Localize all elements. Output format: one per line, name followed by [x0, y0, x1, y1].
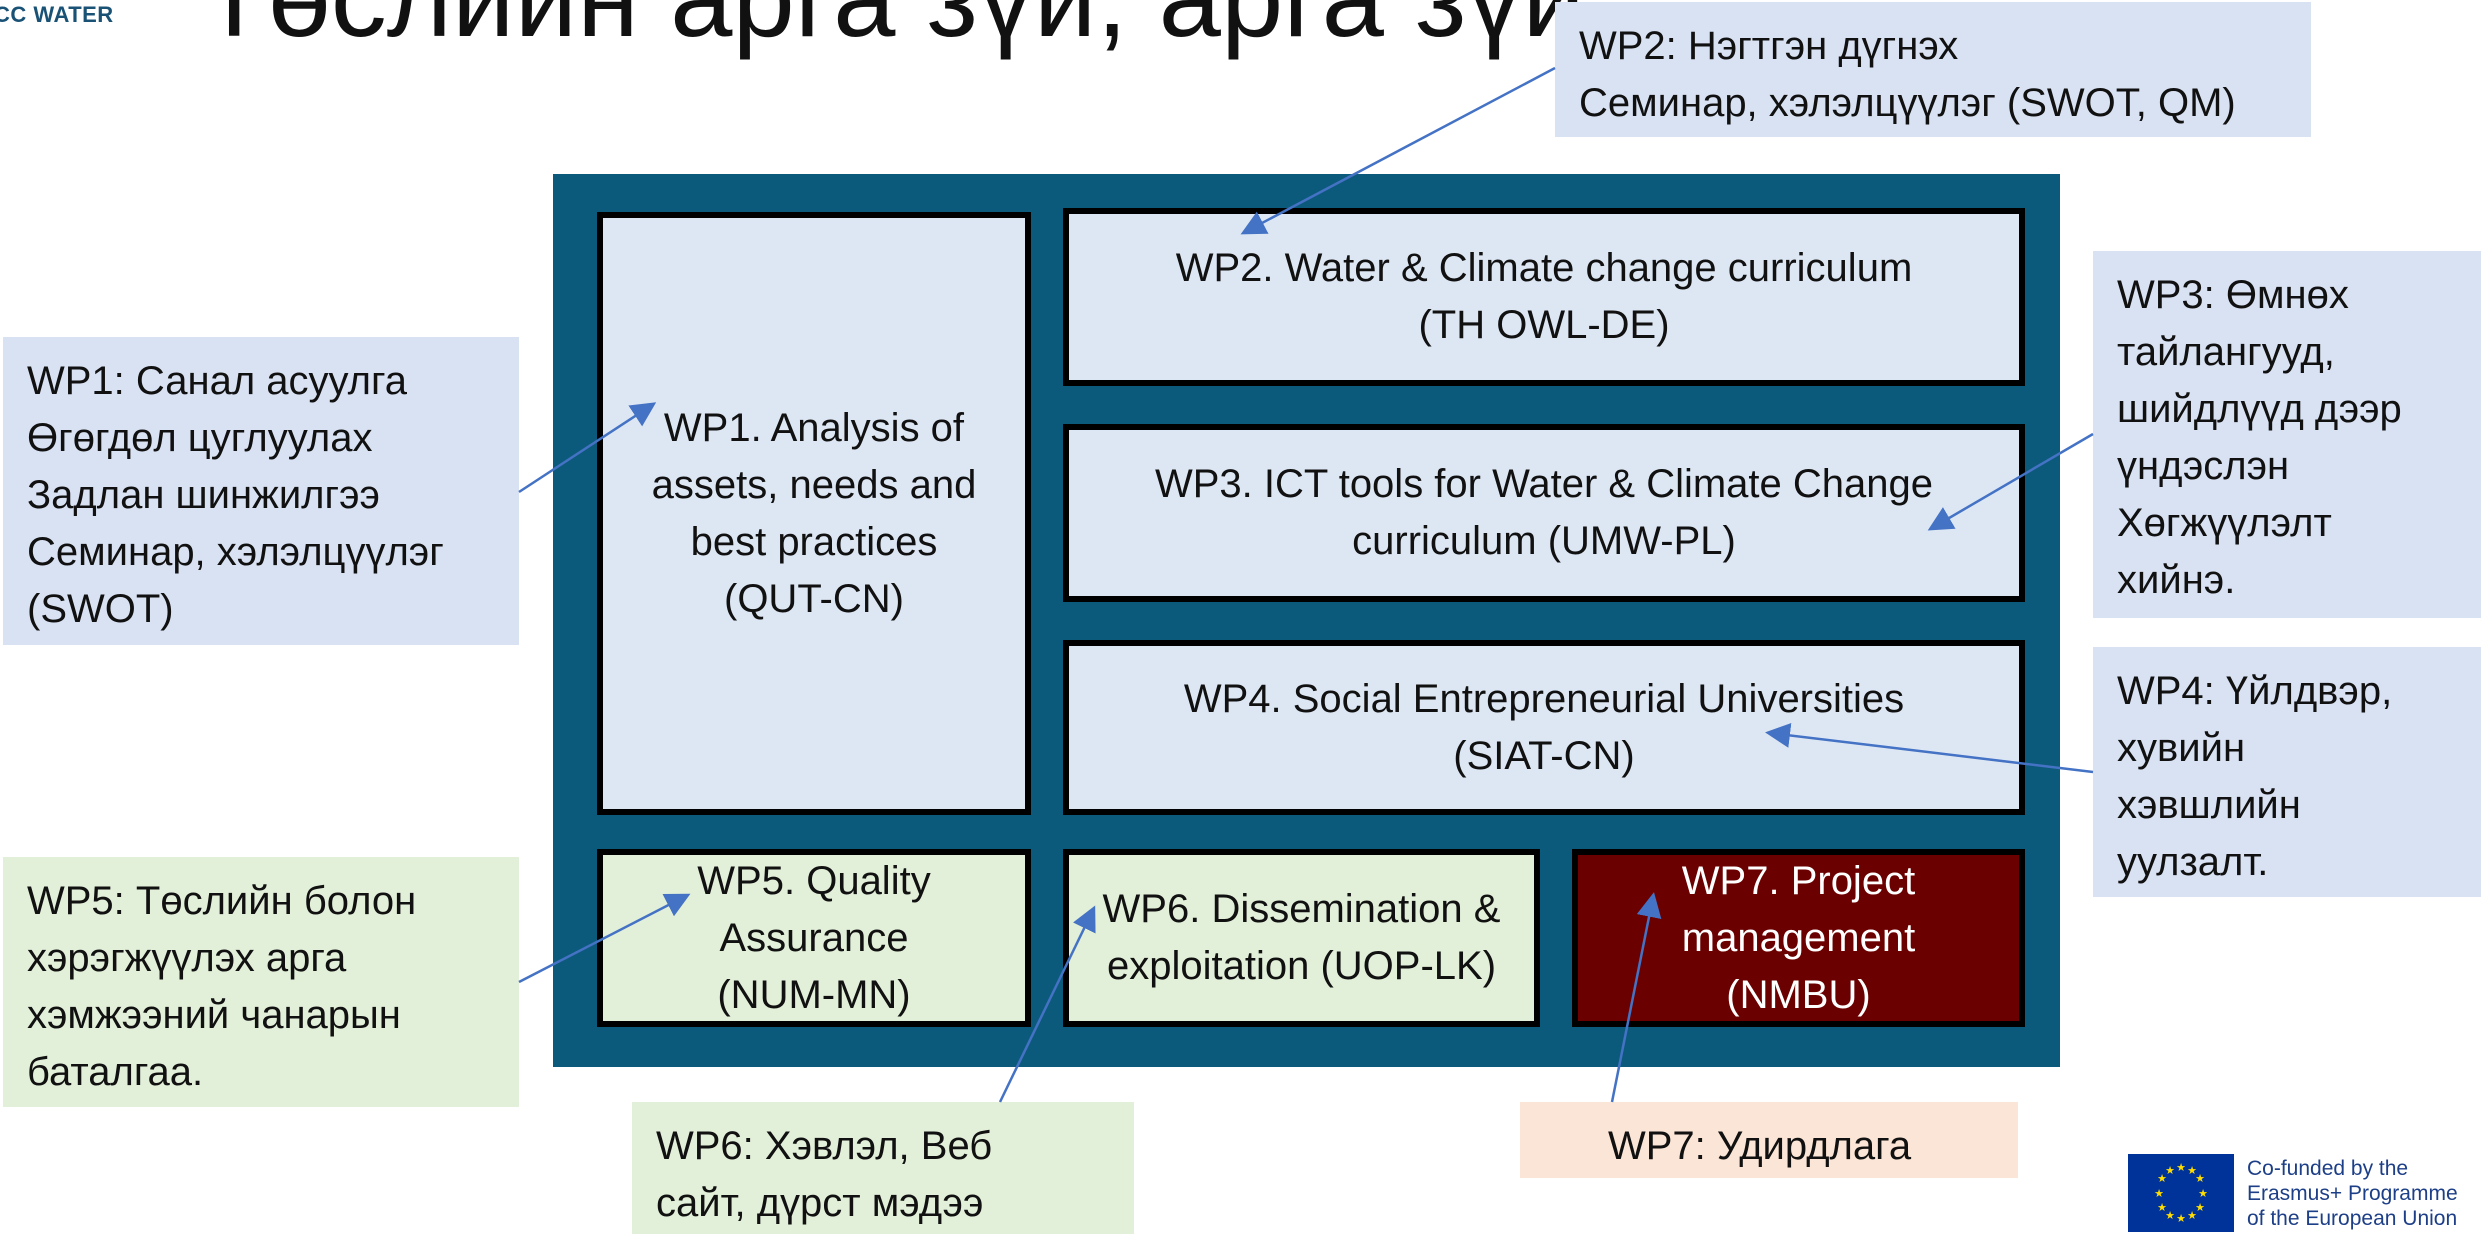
- svg-text:★: ★: [2157, 1201, 2167, 1214]
- svg-text:★: ★: [2187, 1164, 2197, 1177]
- wp4-box-label: WP4. Social Entrepreneurial Universities…: [1183, 676, 1905, 778]
- svg-text:★: ★: [2165, 1209, 2175, 1222]
- svg-text:★: ★: [2154, 1187, 2164, 1200]
- wp5-note: WP5: Төслийн болон хэрэгжүүлэх арга хэмж…: [3, 857, 519, 1107]
- svg-text:★: ★: [2187, 1209, 2197, 1222]
- project-logo-text: CC WATER: [0, 2, 114, 27]
- wp6-box-label: WP6. Dissemination & exploitation (UOP-L…: [1102, 887, 1501, 988]
- wp7-box: WP7. Project management (NMBU): [1572, 849, 2025, 1027]
- wp6-note: WP6: Хэвлэл, Веб сайт, дүрст мэдээ: [632, 1102, 1134, 1234]
- wp6-box: WP6. Dissemination & exploitation (UOP-L…: [1063, 849, 1540, 1027]
- wp2-box-label: WP2. Water & Climate change curriculum (…: [1175, 246, 1913, 347]
- wp5-box-label: WP5. Quality Assurance (NUM-MN): [697, 858, 931, 1017]
- svg-text:★: ★: [2195, 1201, 2205, 1214]
- wp3-box: WP3. ICT tools for Water & Climate Chang…: [1063, 424, 2025, 602]
- svg-text:★: ★: [2198, 1187, 2208, 1200]
- wp3-box-label: WP3. ICT tools for Water & Climate Chang…: [1154, 462, 1934, 563]
- wp1-box: WP1. Analysis of assets, needs and best …: [597, 212, 1031, 815]
- eu-flag-icon: ★★★ ★★★ ★★★ ★★★: [2128, 1154, 2234, 1232]
- svg-text:★: ★: [2176, 1161, 2186, 1174]
- wp5-box: WP5. Quality Assurance (NUM-MN): [597, 849, 1031, 1027]
- svg-text:★: ★: [2165, 1164, 2175, 1177]
- svg-text:★: ★: [2195, 1172, 2205, 1185]
- wp1-note: WP1: Санал асуулга Өгөгдөл цуглуулах Зад…: [3, 337, 519, 645]
- svg-text:★: ★: [2157, 1172, 2167, 1185]
- wp4-box: WP4. Social Entrepreneurial Universities…: [1063, 640, 2025, 815]
- svg-text:★: ★: [2176, 1212, 2186, 1225]
- wp2-box: WP2. Water & Climate change curriculum (…: [1063, 208, 2025, 386]
- slide-title: Төслийн арга зүй, арга зүй: [200, 0, 1585, 59]
- wp7-note: WP7: Удирдлага: [1520, 1102, 2018, 1178]
- eu-funding-text: Co-funded by the Erasmus+ Programme of t…: [2247, 1157, 2458, 1230]
- wp1-box-label: WP1. Analysis of assets, needs and best …: [651, 405, 977, 621]
- wp2-note: WP2: Нэгтгэн дүгнэх Семинар, хэлэлцүүлэг…: [1555, 2, 2311, 137]
- wp7-box-label: WP7. Project management (NMBU): [1681, 858, 1916, 1017]
- wp4-note: WP4: Үйлдвэр, хувийн хэвшлийн уулзалт.: [2093, 647, 2481, 897]
- wp3-note: WP3: Өмнөх тайлангууд, шийдлүүд дээр үнд…: [2093, 251, 2481, 618]
